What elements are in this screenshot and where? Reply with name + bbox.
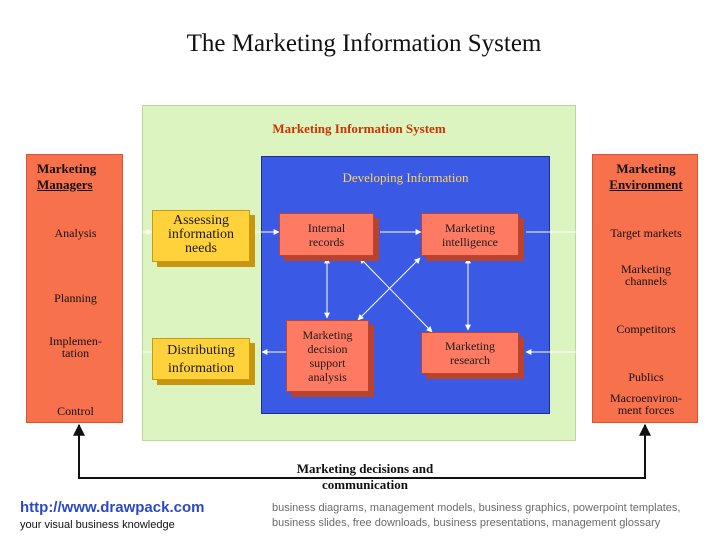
tagline: your visual business knowledge xyxy=(20,519,175,531)
managers-item-planning: Planning xyxy=(54,291,97,305)
developing-information-label: Developing Information xyxy=(342,170,469,185)
marketing-intelligence-box: Marketing intelligence xyxy=(421,213,519,256)
decisions-line1: Marketing decisions and xyxy=(296,461,434,476)
environment-item-competitors: Competitors xyxy=(616,322,676,336)
environment-item-target-markets: Target markets xyxy=(610,226,682,240)
environment-item-channels-2: channels xyxy=(625,274,667,288)
decisions-line2: communication xyxy=(322,477,408,492)
website-link[interactable]: http://www.drawpack.com xyxy=(20,499,205,516)
marketing-decision-support-box: Marketing decision support analysis xyxy=(286,320,369,392)
arrow-diagonal-internal-research xyxy=(359,257,433,333)
arrow-diagonal-intelligence-mdss xyxy=(357,257,421,321)
intelligence-line1: Marketing xyxy=(444,220,495,235)
intelligence-line2: intelligence xyxy=(442,234,498,249)
internal-records-box: Internal records xyxy=(279,213,374,256)
assessing-line2: information xyxy=(167,227,235,242)
managers-item-implementation-1: Implemen- xyxy=(49,334,102,348)
assessing-line3: needs xyxy=(185,241,217,256)
mdss-line1: Marketing xyxy=(302,328,353,342)
decisions-communication-label: Marketing decisions and communication xyxy=(265,461,465,493)
managers-heading-line1: Marketing xyxy=(37,161,97,176)
managers-item-analysis: Analysis xyxy=(54,226,97,240)
environment-item-publics: Publics xyxy=(628,370,664,384)
mdss-line3: support xyxy=(309,356,346,370)
marketing-managers-panel: Marketing Managers Analysis Planning Imp… xyxy=(26,154,123,423)
managers-item-control: Control xyxy=(57,404,94,418)
distributing-information-box: Distributing information xyxy=(152,338,250,380)
internal-line1: Internal xyxy=(307,220,346,235)
page-title: The Marketing Information System xyxy=(186,30,542,57)
environment-heading-line1: Marketing xyxy=(616,161,676,176)
environment-item-channels-1: Marketing xyxy=(621,262,671,276)
assessing-needs-box: Assessing information needs xyxy=(152,210,250,262)
marketing-environment-panel: Marketing Environment Target markets Mar… xyxy=(592,154,698,423)
distributing-line1: Distributing xyxy=(167,343,235,358)
footer-keywords: business diagrams, management models, bu… xyxy=(272,502,681,529)
managers-item-implementation-2: tation xyxy=(61,346,90,360)
managers-heading-line2: Managers xyxy=(37,177,93,192)
internal-line2: records xyxy=(308,234,345,249)
assessing-line1: Assessing xyxy=(172,213,229,228)
distributing-line2: information xyxy=(167,361,235,376)
research-line2: research xyxy=(450,353,490,367)
environment-heading-line2: Environment xyxy=(609,177,683,192)
arrow-decisions-loop xyxy=(73,423,651,479)
marketing-research-box: Marketing research xyxy=(421,332,519,374)
mdss-line4: analysis xyxy=(308,370,347,384)
environment-item-macro-1: Macroenviron- xyxy=(610,391,682,405)
mdss-line2: decision xyxy=(307,342,348,356)
research-line1: Marketing xyxy=(445,339,495,353)
mis-label: Marketing Information System xyxy=(272,121,446,136)
environment-item-macro-2: ment forces xyxy=(617,403,675,417)
